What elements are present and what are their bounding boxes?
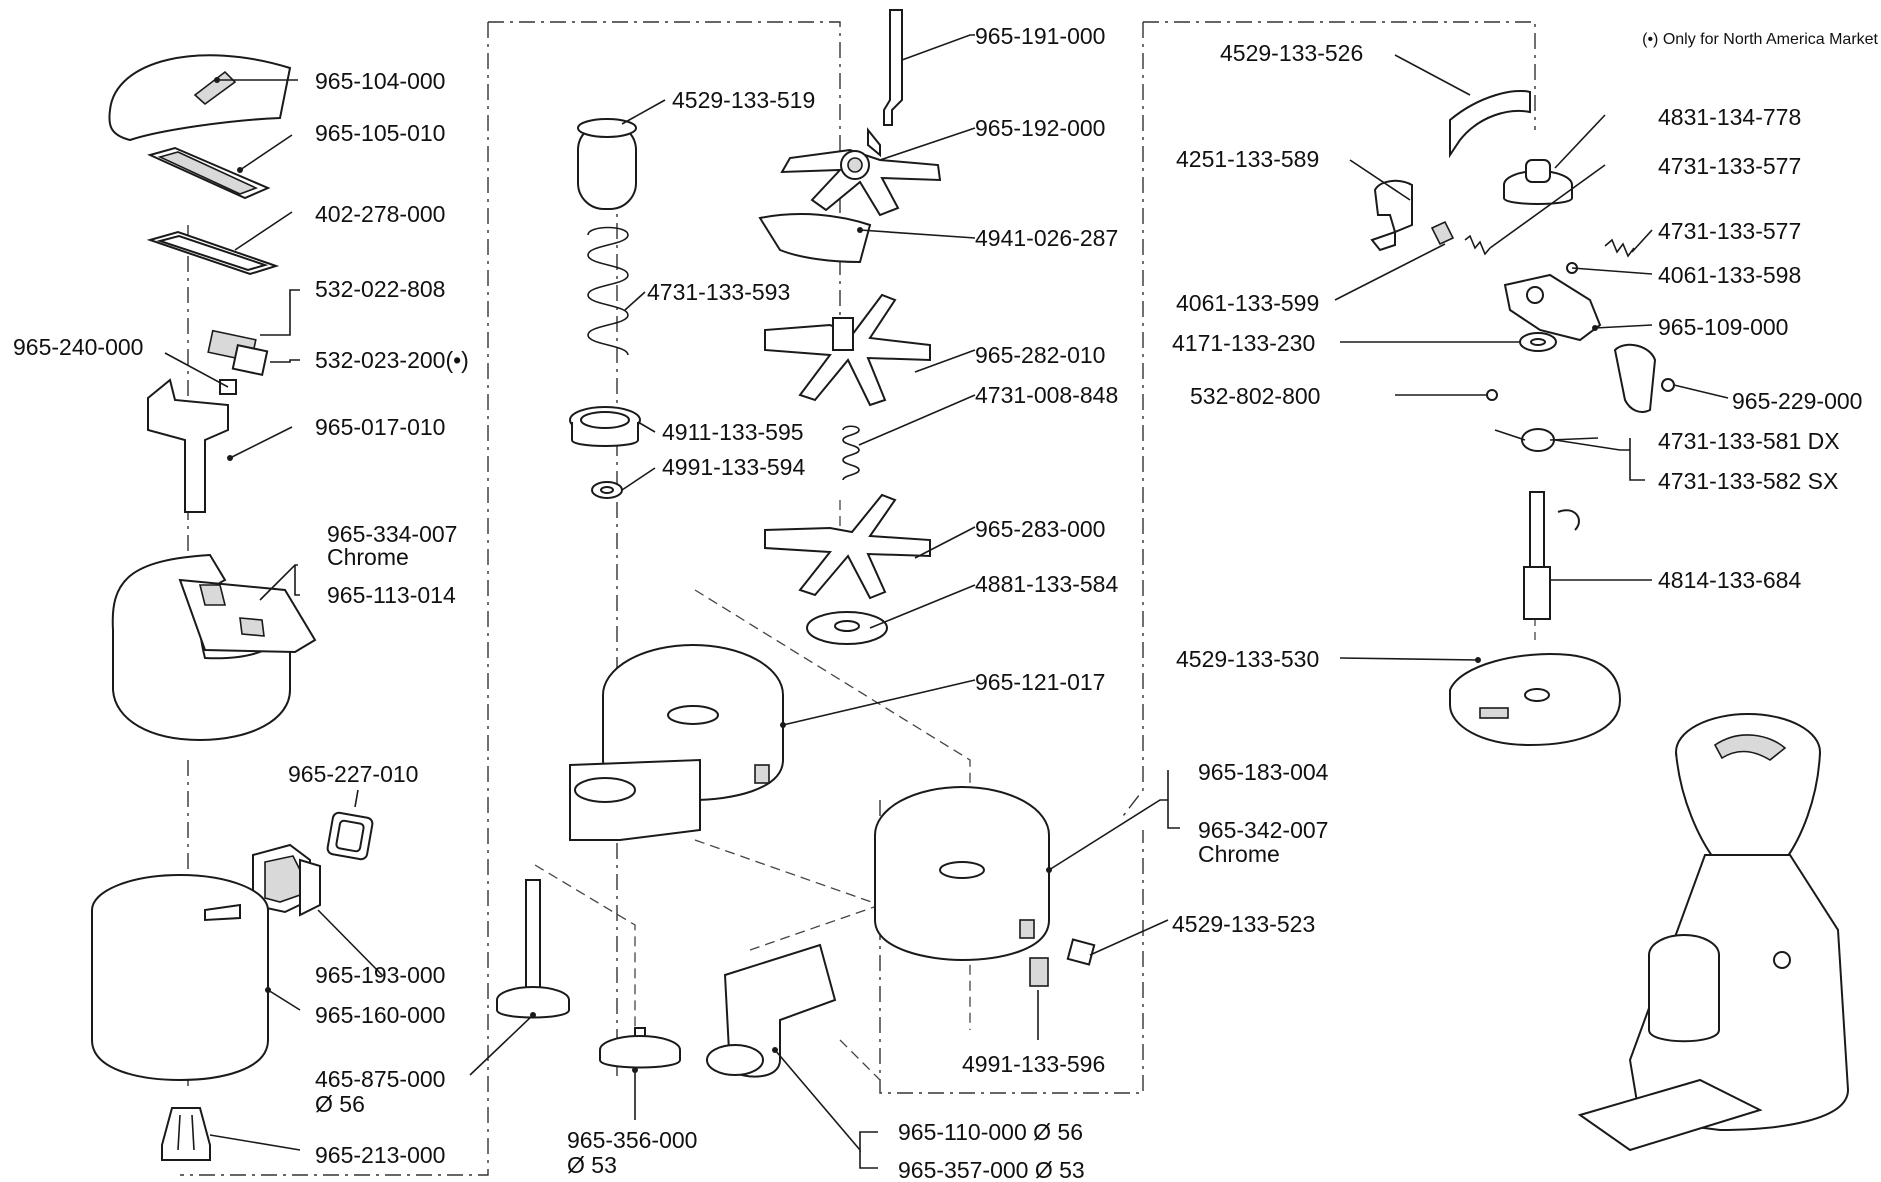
lid-gasket [146,230,280,276]
dosing-window-frame [252,843,321,917]
label-965-229-000: 965-229-000 [1732,388,1862,414]
market-note: (•) Only for North America Market [1642,31,1878,48]
label-4941-026-287: 4941-026-287 [975,225,1118,251]
fork-chute [706,943,837,1078]
arc-cover [1449,89,1531,159]
label-965-357-000: 965-357-000 Ø 53 [898,1157,1085,1182]
foot [161,1107,211,1161]
torsion-spring [1494,428,1599,452]
label-965-105-010: 965-105-010 [315,120,445,146]
label-4831-134-778: 4831-134-778 [1658,104,1801,130]
label-532-023-200: 532-023-200(•) [315,347,469,373]
label-4731-133-582: 4731-133-582 SX [1658,468,1838,494]
doser-bowl-56 [569,644,786,841]
label-965-213-000: 965-213-000 [315,1142,445,1168]
label-4171-133-230: 4171-133-230 [1172,330,1315,356]
part-labels: 965-104-000 965-105-010 402-278-000 532-… [13,23,1862,1182]
pins-springs [1430,220,1635,274]
doser-star-upper [764,293,931,407]
label-4061-133-598: 4061-133-598 [1658,262,1801,288]
label-4251-133-589: 4251-133-589 [1176,146,1319,172]
spring-small [842,425,860,481]
screw-small [1486,389,1498,401]
agitator-shaft [867,9,903,158]
label-4529-133-530: 4529-133-530 [1176,646,1319,672]
label-965-109-000: 965-109-000 [1658,314,1788,340]
label-965-193-000: 965-193-000 [315,962,445,988]
label-4529-133-519: 4529-133-519 [672,87,815,113]
label-chrome-b: Chrome [1198,841,1280,867]
agitator-blade [758,213,872,264]
label-d56-a: Ø 56 [315,1091,365,1117]
label-4731-133-577b: 4731-133-577 [1658,218,1801,244]
label-965-227-010: 965-227-010 [288,761,418,787]
label-465-875-000: 465-875-000 [315,1066,445,1092]
label-965-342-007: 965-342-007 [1198,817,1328,843]
bush [569,406,641,447]
label-4991-133-596: 4991-133-596 [962,1051,1105,1077]
doser-star-lower [764,493,931,600]
label-chrome-a: Chrome [327,544,409,570]
label-4731-133-581: 4731-133-581 DX [1658,428,1840,454]
spring-cap [577,118,637,210]
label-532-022-808: 532-022-808 [315,276,445,302]
label-532-802-800: 532-802-800 [1190,383,1320,409]
grinder-assembled [1577,713,1850,1152]
hopper-lid [108,54,292,142]
label-965-240-000: 965-240-000 [13,334,143,360]
label-965-192-000: 965-192-000 [975,115,1105,141]
label-965-282-010: 965-282-010 [975,342,1105,368]
agitator-star [780,148,942,217]
label-965-191-000: 965-191-000 [975,23,1105,49]
lever-body [1503,273,1602,342]
lever-arm [1370,179,1413,252]
dose-pin-53 [599,1027,681,1073]
label-965-017-010: 965-017-010 [315,414,445,440]
label-4061-133-599: 4061-133-599 [1176,290,1319,316]
small-clip [1029,938,1096,987]
label-4814-133-684: 4814-133-684 [1658,567,1801,593]
label-4529-133-523: 4529-133-523 [1172,911,1315,937]
lever-handle [1613,343,1675,413]
label-4731-133-593: 4731-133-593 [647,279,790,305]
label-965-160-000: 965-160-000 [315,1002,445,1028]
base-plate [1449,653,1622,747]
leader-lines [164,34,1729,1169]
ring-washer [1519,332,1557,352]
label-4731-133-577a: 4731-133-577 [1658,153,1801,179]
label-4911-133-595: 4911-133-595 [662,419,804,445]
label-d53-a: Ø 53 [567,1152,617,1178]
label-965-183-004: 965-183-004 [1198,759,1329,785]
doser-disc [806,611,888,645]
label-965-356-000: 965-356-000 [567,1127,697,1153]
threaded-rod [1523,491,1580,620]
label-965-121-017: 965-121-017 [975,669,1105,695]
label-4881-133-584: 4881-133-584 [975,571,1118,597]
adjust-knob [1503,159,1573,205]
doser-bowl-53 [874,786,1052,962]
spring-large [587,226,629,356]
label-4529-133-526: 4529-133-526 [1220,40,1363,66]
label-965-113-014: 965-113-014 [327,582,456,608]
label-965-283-000: 965-283-000 [975,516,1105,542]
window-gasket [326,811,374,861]
washer [591,481,623,499]
microswitch [207,329,269,377]
label-965-110-000: 965-110-000 Ø 56 [898,1119,1083,1145]
dose-pin-56 [496,879,570,1019]
lid-plate [147,146,271,200]
doser-housing [91,874,271,1082]
label-4731-008-848: 4731-008-848 [975,382,1118,408]
grinder-body-top [111,553,317,742]
label-4991-133-594: 4991-133-594 [662,454,805,480]
label-402-278-000: 402-278-000 [315,201,445,227]
label-965-334-007: 965-334-007 [327,521,457,547]
safety-lever [147,378,233,513]
label-965-104-000: 965-104-000 [315,68,445,94]
